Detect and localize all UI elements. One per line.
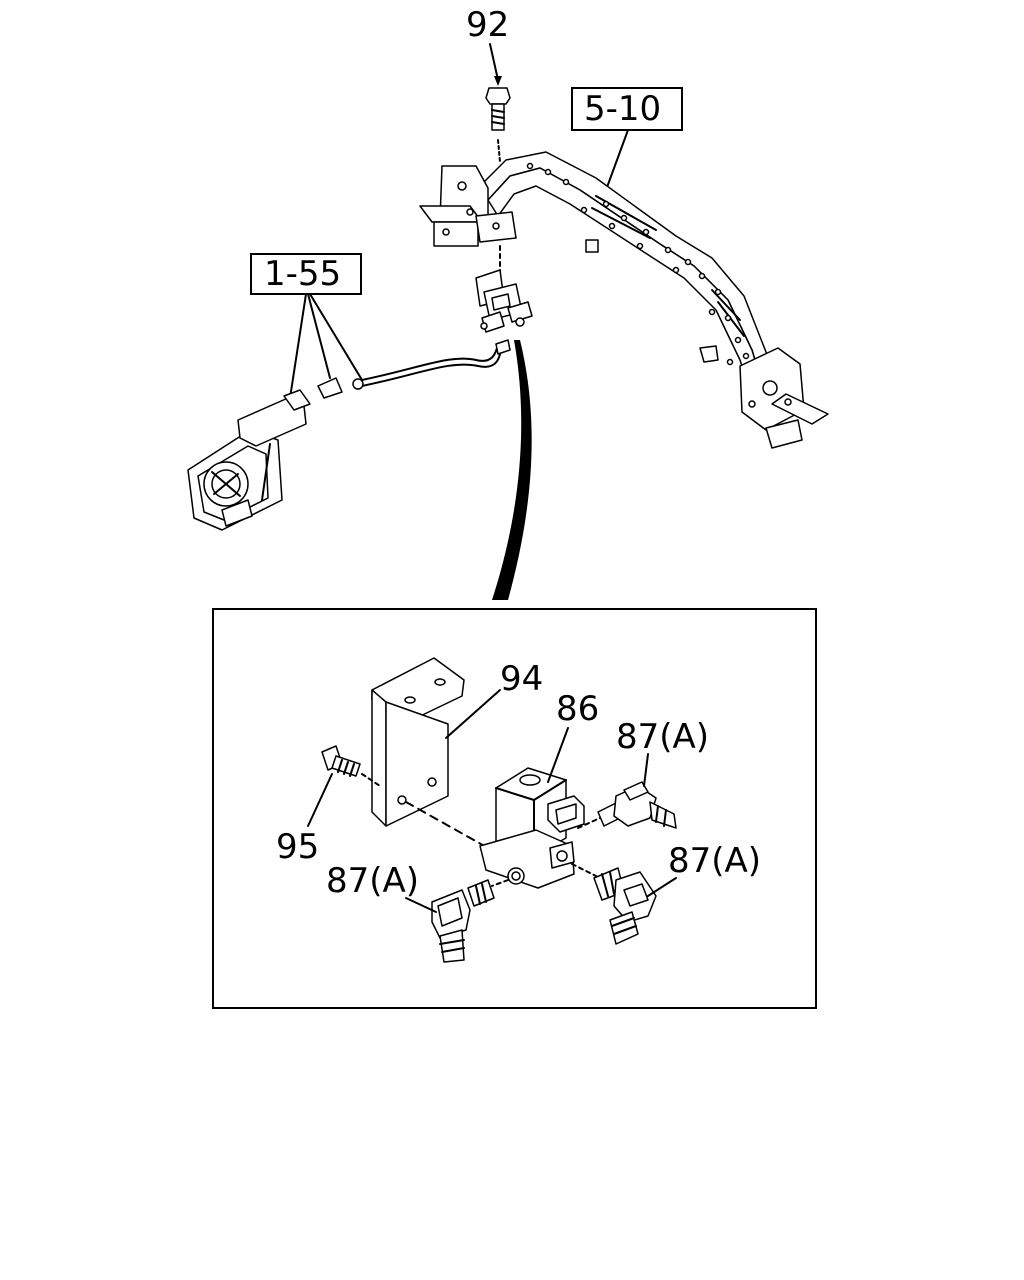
fitting-87a-lower-left-icon	[431, 879, 509, 963]
callout-87a-upper-right: 87(A)	[616, 717, 709, 757]
svg-text:1-55: 1-55	[264, 254, 341, 294]
leader-95	[307, 773, 333, 827]
fitting-87a-lower-right-icon	[571, 863, 657, 945]
crossmember-frame	[419, 151, 829, 449]
svg-text:5-10: 5-10	[584, 89, 661, 129]
callout-86: 86	[556, 689, 599, 729]
bolt-92-icon	[485, 87, 511, 163]
bracket-94-icon	[371, 657, 465, 827]
valve-small-icon	[475, 245, 533, 333]
fitting-87a-upper-right-icon	[577, 781, 677, 829]
callout-92: 92	[466, 5, 509, 45]
vacuum-hose	[317, 339, 511, 399]
callout-94: 94	[500, 659, 543, 699]
top-assembly: 92 5-10	[187, 5, 829, 600]
callout-87a-lower-left: 87(A)	[326, 861, 419, 901]
callout-95: 95	[276, 827, 319, 867]
leader-86	[547, 727, 569, 783]
callout-5-10: 5-10	[571, 87, 683, 131]
bolt-95-icon	[321, 745, 381, 787]
detail-frame	[212, 608, 817, 1009]
callout-1-55: 1-55	[250, 253, 362, 295]
throttle-body-icon	[187, 389, 311, 531]
leader-5-10	[605, 129, 629, 191]
frame-holes	[526, 162, 750, 366]
solenoid-valve-86-icon	[479, 767, 585, 889]
leader-94	[445, 689, 501, 739]
callout-87a-lower-right: 87(A)	[668, 841, 761, 881]
detail-view: 94 95 86	[212, 608, 817, 1009]
leader-92	[489, 43, 499, 81]
detail-callout-arrow	[492, 340, 532, 600]
